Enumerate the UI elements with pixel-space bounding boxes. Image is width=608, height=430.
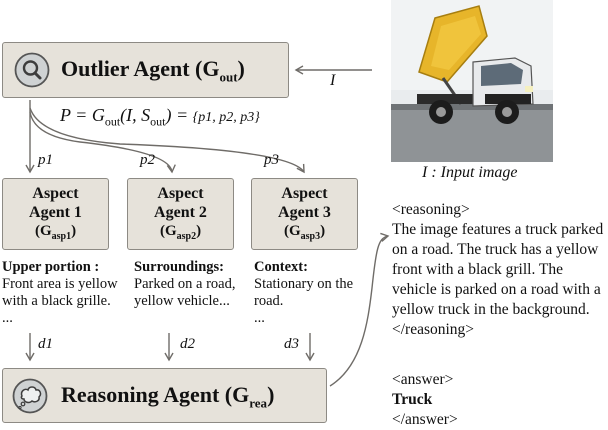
reasoning-agent-title: Reasoning Agent (Grea) — [61, 382, 275, 411]
outlier-agent-box: Outlier Agent (Gout) — [2, 42, 289, 98]
down-label-d3: d3 — [284, 336, 299, 352]
reasoning-open-tag: <reasoning> — [392, 201, 470, 218]
aspect-3-description: Context: Stationary on the road. ... — [254, 259, 354, 326]
aspect-agent-1-symbol: (Gasp1) — [34, 223, 77, 242]
input-image — [391, 0, 553, 162]
reasoning-text: The image features a truck parked on a r… — [392, 221, 604, 318]
answer-close-tag: </answer> — [392, 411, 458, 428]
answer-value: Truck — [392, 391, 433, 408]
aspect-agent-2-box: Aspect Agent 2 (Gasp2) — [127, 178, 234, 250]
reasoning-agent-box: Reasoning Agent (Grea) — [2, 368, 327, 423]
down-label-d1: d1 — [38, 336, 53, 352]
branch-label-p2: p2 — [140, 152, 155, 168]
outlier-agent-title: Outlier Agent (Gout) — [61, 56, 245, 85]
aspect-agent-2-line1: Aspect — [157, 185, 204, 202]
aspect-agent-3-symbol: (Gasp3) — [283, 223, 326, 242]
partition-formula: P = Gout(I, Sout) = {p1, p2, p3} — [60, 105, 260, 129]
reasoning-close-tag: </reasoning> — [392, 321, 475, 338]
image-caption: I : Input image — [422, 164, 518, 181]
aspect-agent-1-line1: Aspect — [32, 185, 79, 202]
aspect-agent-3-line2: Agent 3 — [278, 204, 331, 221]
magnifier-icon — [14, 52, 50, 88]
aspect-agent-2-line2: Agent 2 — [154, 204, 207, 221]
answer-open-tag: <answer> — [392, 371, 454, 388]
reasoning-output: <reasoning> The image features a truck p… — [392, 200, 606, 340]
aspect-agent-3-line1: Aspect — [281, 185, 328, 202]
aspect-agent-1-line2: Agent 1 — [29, 204, 82, 221]
down-label-d2: d2 — [180, 336, 195, 352]
thought-bubble-icon — [12, 378, 48, 414]
branch-arrows — [25, 100, 305, 174]
output-arrow — [329, 232, 390, 387]
aspect-agent-2-symbol: (Gasp2) — [159, 223, 202, 242]
aspect-agent-1-box: Aspect Agent 1 (Gasp1) — [2, 178, 109, 250]
aspect-2-description: Surroundings: Parked on a road, yellow v… — [134, 259, 236, 309]
aspect-agent-3-box: Aspect Agent 3 (Gasp3) — [251, 178, 358, 250]
branch-label-p1: p1 — [38, 152, 53, 168]
answer-output: <answer> Truck </answer> — [392, 370, 606, 430]
aspect-1-description: Upper portion : Front area is yellow wit… — [2, 259, 118, 326]
branch-label-p3: p3 — [264, 152, 279, 168]
down-arrows — [25, 333, 315, 362]
input-arrow-label: I — [330, 72, 336, 89]
